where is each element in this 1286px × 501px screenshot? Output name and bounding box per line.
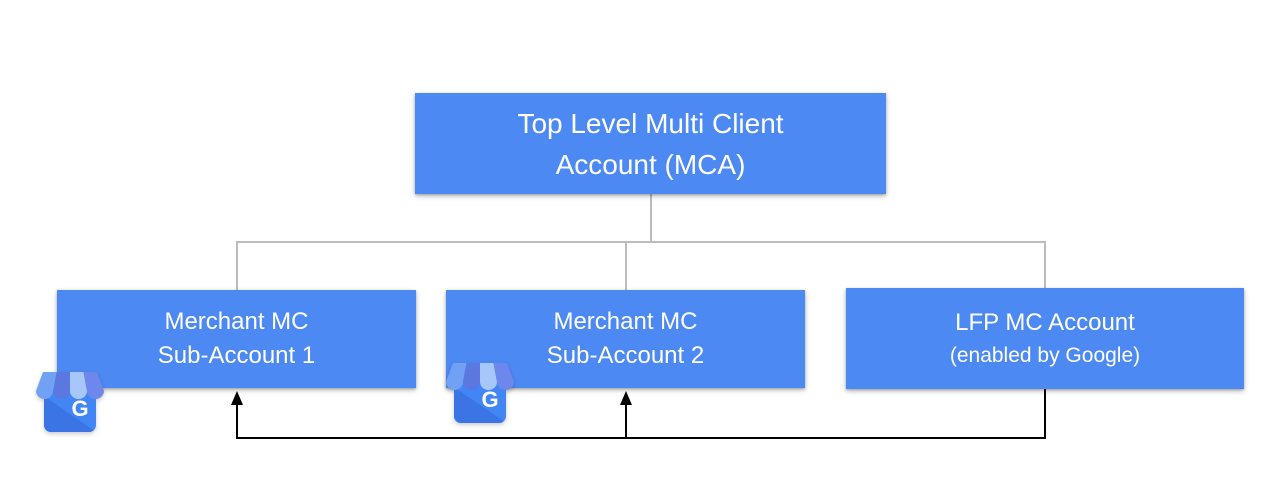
mca-root-box-line2: Account (MCA): [555, 148, 746, 180]
arrowhead-up-icon: [620, 391, 632, 405]
awning-stripes: [446, 363, 514, 390]
lfp-mc-account-line1: LFP MC Account: [955, 308, 1135, 336]
lfp-mc-account-line2: (enabled by Google): [949, 343, 1141, 367]
lfp-mc-account-box: LFP MC Account (enabled by Google): [846, 288, 1244, 389]
mca-root-box: Top Level Multi Client Account (MCA): [415, 93, 886, 194]
merchant-sub-account-2-line1: Merchant MC: [553, 308, 698, 335]
merchant-sub-account-1-line1: Merchant MC: [164, 308, 309, 335]
awning-stripes: [36, 372, 104, 399]
feed-arrow-lines: [236, 389, 1046, 439]
merchant-sub-account-1-box: Merchant MC Sub-Account 1: [57, 290, 416, 388]
google-g-letter: G: [481, 387, 498, 412]
storefront-fold: [454, 387, 506, 423]
merchant-sub-account-1-line2: Sub-Account 1: [157, 342, 316, 369]
merchant-sub-account-2-line2: Sub-Account 2: [546, 342, 705, 369]
mca-root-box-line1: Top Level Multi Client: [517, 107, 784, 139]
google-business-icon: G: [36, 372, 104, 432]
hierarchy-connector-lines: [236, 194, 1046, 290]
arrowhead-up-icon: [231, 391, 243, 405]
google-business-icon: G: [446, 363, 514, 423]
storefront-fold: [44, 396, 96, 432]
google-g-letter: G: [71, 396, 88, 421]
